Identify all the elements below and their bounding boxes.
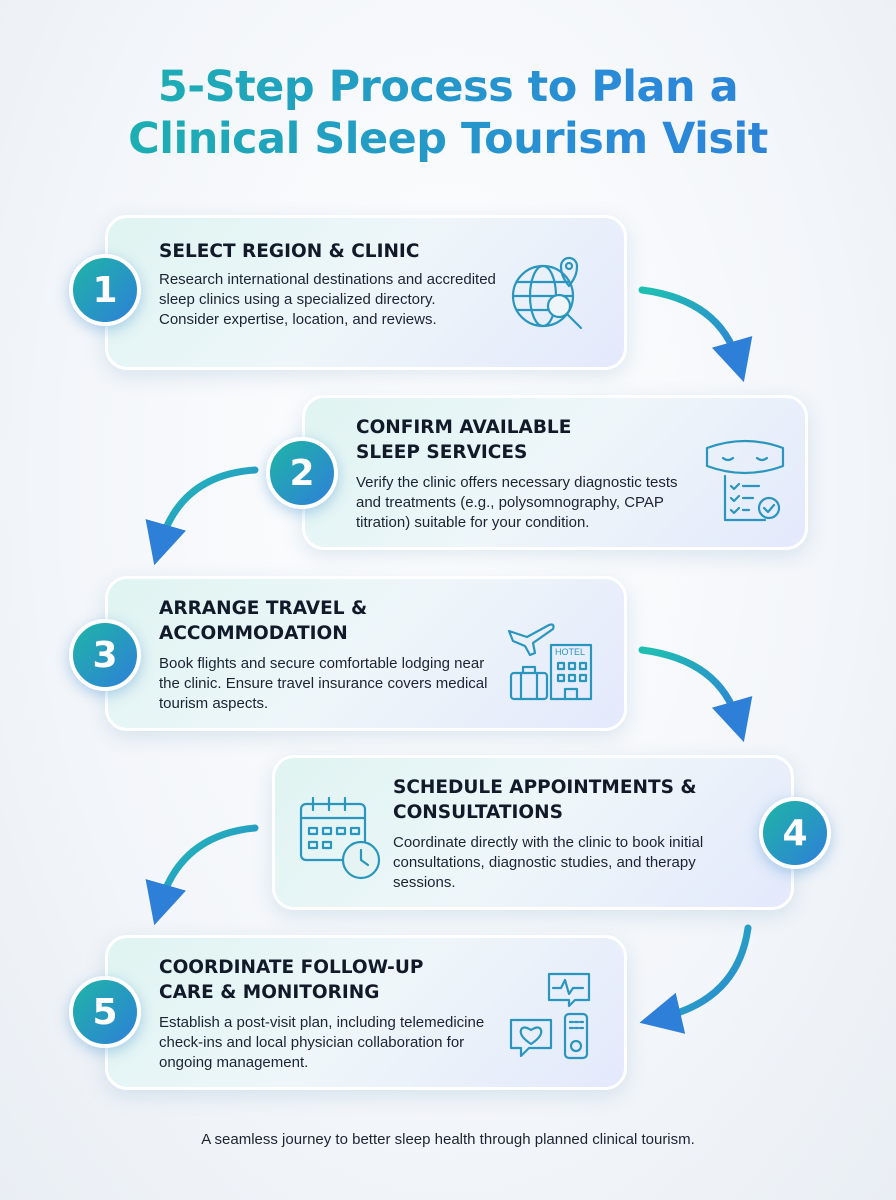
step-heading: SCHEDULE APPOINTMENTS & CONSULTATIONS: [393, 777, 697, 823]
step-card-1: SELECT REGION & CLINIC Research internat…: [105, 215, 627, 370]
arrow-1-to-2: [638, 286, 753, 383]
globe-location-search-icon: [503, 246, 599, 342]
step-card-5: COORDINATE FOLLOW-UP CARE & MONITORING E…: [105, 935, 627, 1090]
calendar-clock-icon: [295, 790, 391, 886]
step-body: Coordinate directly with the clinic to b…: [393, 834, 704, 891]
step-body: Establish a post-visit plan, including t…: [159, 1014, 485, 1071]
title-line-2: Clinical Sleep Tourism Visit: [0, 114, 896, 164]
step-heading: ARRANGE TRAVEL & ACCOMMODATION: [159, 598, 368, 644]
step-heading: COORDINATE FOLLOW-UP CARE & MONITORING: [159, 957, 424, 1003]
step-body: Book flights and secure comfortable lodg…: [159, 655, 488, 712]
step-heading: CONFIRM AVAILABLE SLEEP SERVICES: [356, 417, 572, 463]
step-card-2: CONFIRM AVAILABLE SLEEP SERVICES Verify …: [302, 395, 808, 550]
arrow-2-to-3: [145, 466, 259, 566]
plane-hotel-luggage-icon: HOTEL: [503, 609, 599, 705]
step-card-3: ARRANGE TRAVEL & ACCOMMODATION Book flig…: [105, 576, 627, 731]
hotel-sign: HOTEL: [555, 647, 585, 657]
arrow-4-to-5: [145, 824, 259, 926]
step-number-2: 2: [266, 437, 338, 509]
title-line-1: 5-Step Process to Plan a: [0, 62, 896, 112]
step-number-4: 4: [759, 797, 831, 869]
step-number-1: 1: [69, 254, 141, 326]
telemedicine-chat-icon: [503, 968, 599, 1064]
step-body: Verify the clinic offers necessary diagn…: [356, 474, 678, 531]
step-card-4: SCHEDULE APPOINTMENTS & CONSULTATIONS Co…: [272, 755, 794, 910]
step-number-3: 3: [69, 619, 141, 691]
step-number-5: 5: [69, 976, 141, 1048]
step-body: Research international destinations and …: [159, 271, 496, 328]
step-heading: SELECT REGION & CLINIC: [159, 241, 420, 262]
arrow-3-to-4: [638, 646, 753, 743]
footer-tagline: A seamless journey to better sleep healt…: [201, 1131, 695, 1148]
arrow-4-to-done: [639, 924, 752, 1034]
sleep-mask-checklist-icon: [697, 428, 793, 524]
